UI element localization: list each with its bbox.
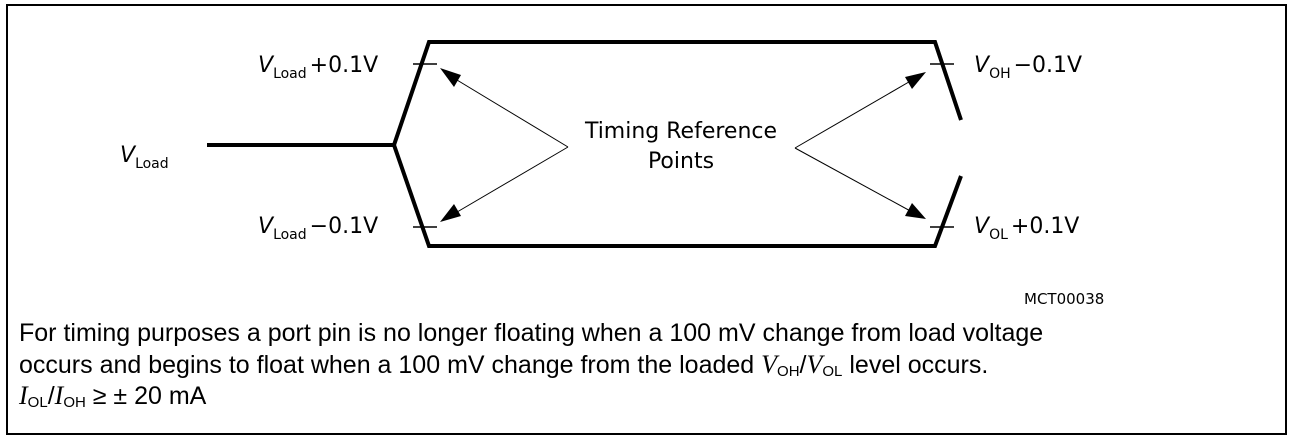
pointer-lower-left	[451, 146, 569, 216]
figure-frame	[6, 4, 1287, 435]
arrowhead-upper-left	[440, 68, 461, 87]
arrowhead-lower-right	[905, 203, 926, 219]
caption-voh-symbol: V	[761, 350, 778, 379]
arrowhead-lower-left	[440, 204, 461, 222]
label-voh-minus-value: −0.1V	[1014, 53, 1082, 78]
caption-vol-subscript: OL	[822, 363, 843, 380]
label-vload-plus-subscript: Load	[273, 66, 307, 82]
arrowhead-upper-right	[905, 72, 926, 89]
pointer-lines	[451, 76, 915, 216]
caption-iol-symbol: I	[19, 381, 28, 410]
waveform	[207, 40, 963, 248]
label-vload-symbol: V	[120, 143, 137, 168]
label-vload-plus-value: +0.1V	[310, 53, 378, 78]
caption-line-2-end: level occurs.	[849, 351, 989, 379]
caption-ioh-symbol: I	[54, 381, 64, 410]
caption-line-3: IOL/IOH ≥ ± 20 mA	[19, 380, 1279, 418]
timing-diagram: VLoad+0.1V VLoad−0.1V VLoad VOH−0.1V VOL…	[120, 40, 1104, 308]
caption-voh-subscript: OH	[777, 363, 800, 380]
caption-slash-2: /	[47, 382, 55, 410]
label-vload: VLoad	[120, 143, 169, 172]
label-vload-plus: VLoad+0.1V	[258, 53, 378, 82]
caption-slash: /	[799, 351, 807, 379]
timing-reference-points-label: Points	[648, 149, 714, 174]
upper-waveform-path	[392, 40, 963, 146]
label-vload-plus-symbol: V	[258, 53, 275, 78]
label-vol-plus-symbol: V	[974, 214, 991, 239]
label-voh-minus-symbol: V	[974, 53, 991, 78]
caption-line-1: For timing purposes a port pin is no lon…	[19, 319, 1044, 347]
label-vol-plus: VOL+0.1V	[974, 214, 1079, 243]
timing-reference-label: Timing Reference	[584, 119, 777, 144]
caption-current-value: ≥ ± 20 mA	[92, 382, 207, 410]
caption-ioh-subscript: OH	[63, 394, 86, 411]
pointer-lower-right	[794, 147, 915, 214]
label-vload-minus: VLoad−0.1V	[258, 214, 378, 243]
label-vol-plus-value: +0.1V	[1011, 214, 1079, 239]
arrowheads	[440, 68, 926, 222]
caption-iol-subscript: OL	[27, 394, 48, 411]
label-voh-minus: VOH−0.1V	[974, 53, 1082, 82]
caption-vol-symbol: V	[806, 350, 823, 379]
pointer-upper-right	[794, 78, 915, 149]
label-vload-minus-value: −0.1V	[310, 214, 378, 239]
pointer-upper-left	[451, 76, 569, 148]
figure-id: MCT00038	[1024, 290, 1104, 308]
label-vload-minus-subscript: Load	[273, 227, 307, 243]
caption-line-2: occurs and begins to float when a 100 mV…	[19, 349, 1279, 387]
label-vol-plus-subscript: OL	[989, 227, 1008, 243]
label-vload-subscript: Load	[135, 156, 169, 172]
label-voh-minus-subscript: OH	[989, 66, 1011, 82]
label-vload-minus-symbol: V	[258, 214, 275, 239]
caption-line-2-text: occurs and begins to float when a 100 mV…	[19, 351, 755, 379]
lower-waveform-path	[392, 144, 963, 248]
reference-ticks	[413, 63, 954, 228]
